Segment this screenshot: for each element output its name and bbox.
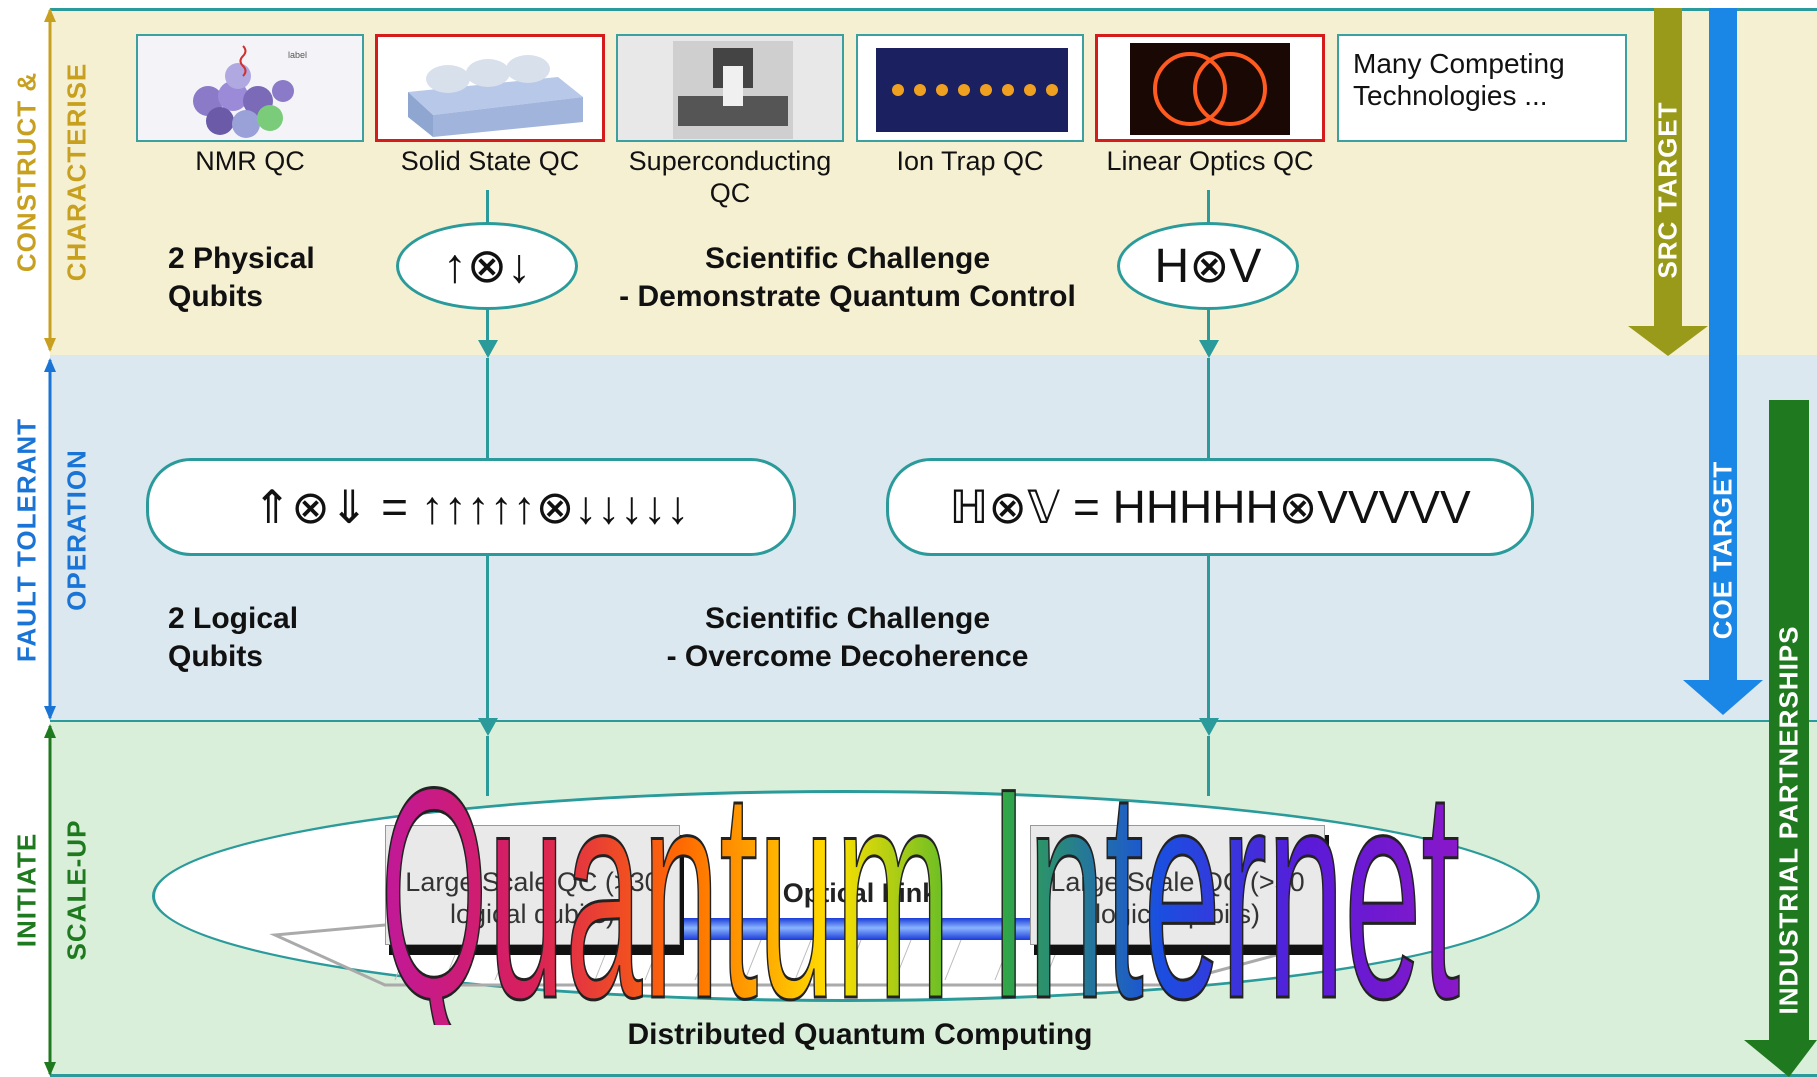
industrial-partnerships-label: INDUSTRIAL PARTNERSHIPS: [1773, 625, 1804, 1015]
linear-optics-image: [1098, 37, 1322, 139]
connector-line: [486, 736, 489, 796]
axis-label-construct: CONSTRUCT &: [11, 71, 42, 273]
connector-arrowhead: [478, 718, 498, 736]
physical-photon-state: H⊗V: [1117, 222, 1299, 310]
ion-trap-qc-card: [856, 34, 1084, 142]
solid-state-qc-card: [375, 34, 605, 142]
logical-photon-encoding: ℍ⊗𝕍 = HHHHH⊗VVVVV: [886, 458, 1534, 556]
industry-arrowhead: [1744, 1040, 1817, 1077]
solid-state-qc-label: Solid State QC: [400, 146, 580, 176]
connector-line: [486, 305, 489, 355]
superconducting-qc-card: [616, 34, 844, 142]
industry-arrow-shaft: [1769, 400, 1809, 1040]
nmr-qc-card: label: [136, 34, 364, 142]
src-target-label: SRC TARGET: [1652, 101, 1683, 279]
quantum-control-challenge-title: Scientific Challenge: [704, 242, 991, 275]
solid-state-device-image: [378, 37, 602, 139]
coe-target-arrow-shaft: [1709, 8, 1737, 680]
connector-line: [1207, 736, 1210, 796]
decoherence-challenge-text: - Overcome Decoherence: [666, 640, 1029, 673]
superconducting-qc-label: Superconducting QC: [628, 146, 832, 208]
decoherence-challenge-title: Scientific Challenge: [704, 602, 991, 635]
connector-line: [1207, 190, 1210, 225]
connector-arrowhead: [478, 340, 498, 358]
connector-line: [1207, 358, 1210, 458]
coe-target-arrowhead: [1683, 680, 1763, 715]
linear-optics-qc-card: [1095, 34, 1325, 142]
logical-qubits-label: 2 Logical Qubits: [168, 602, 299, 673]
ion-trap-image: [858, 36, 1082, 140]
left-axis-arrows: [44, 8, 56, 1076]
svg-text:label: label: [288, 50, 307, 60]
src-target-arrowhead: [1628, 326, 1708, 356]
connector-arrowhead: [1199, 718, 1219, 736]
quantum-control-challenge-text: - Demonstrate Quantum Control: [619, 280, 1076, 313]
ion-trap-qc-label: Ion Trap QC: [896, 146, 1044, 176]
connector-line: [1207, 555, 1210, 720]
axis-label-initiate: INITIATE: [11, 832, 42, 948]
linear-optics-qc-label: Linear Optics QC: [1106, 146, 1314, 176]
connector-line: [1207, 305, 1210, 355]
axis-label-fault-tolerant: FAULT TOLERANT: [11, 417, 42, 663]
optical-link-beam: [680, 918, 1040, 940]
nmr-molecule-image: label: [138, 36, 362, 140]
axis-label-operation: OPERATION: [61, 449, 92, 611]
target-arrows: [1628, 8, 1817, 1077]
large-scale-qc-node-left: Large Scale QC (>30 logical qubits): [385, 825, 680, 945]
connector-line: [486, 190, 489, 225]
axis-label-scale-up: SCALE-UP: [61, 819, 92, 961]
many-technologies-card: Many Competing Technologies ...: [1337, 34, 1627, 142]
physical-spin-state: ↑⊗↓: [396, 222, 578, 310]
axis-label-characterise: CHARACTERISE: [61, 62, 92, 282]
optical-link-label: Optical Link: [782, 878, 938, 908]
connector-line: [486, 358, 489, 458]
coe-target-label: COE TARGET: [1707, 460, 1738, 640]
connector-arrowhead: [1199, 340, 1219, 358]
large-scale-qc-node-right: Large Scale QC (>30 logical qubits): [1030, 825, 1325, 945]
quantum-internet-title: Quantum Internet: [380, 735, 1460, 1025]
src-target-arrow-shaft: [1654, 8, 1682, 326]
quantum-internet-wordart: Quantum Internet: [379, 735, 1462, 1025]
physical-qubits-label: 2 Physical Qubits: [168, 242, 315, 313]
logical-spin-encoding: ⇑⊗⇓ = ↑↑↑↑↑⊗↓↓↓↓↓: [146, 458, 796, 556]
distributed-qc-caption: Distributed Quantum Computing: [627, 1018, 1093, 1051]
superconducting-circuit-image: [618, 36, 842, 140]
connector-line: [486, 555, 489, 720]
nmr-qc-label: NMR QC: [195, 146, 305, 176]
